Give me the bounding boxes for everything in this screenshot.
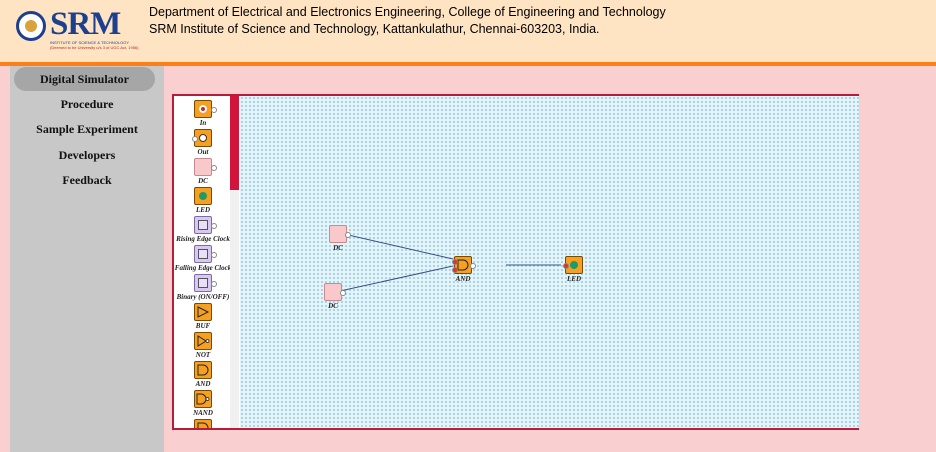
gate-icon [197, 422, 209, 428]
palette-and[interactable] [194, 361, 212, 379]
palette-nand[interactable] [194, 390, 212, 408]
canvas-dc-source[interactable] [329, 225, 351, 243]
palette-scrollbar-thumb[interactable] [230, 96, 239, 190]
port-icon [470, 263, 476, 269]
palette-label: Out [197, 148, 209, 156]
page-header: SRM INSTITUTE OF SCIENCE & TECHNOLOGY (D… [0, 0, 936, 62]
palette-label: NAND [193, 409, 213, 417]
palette-falling-edge-clock[interactable] [194, 245, 217, 263]
component-label: AND [455, 275, 471, 283]
palette-dc[interactable] [194, 158, 217, 176]
palette-label: Binary (ON/OFF) [176, 293, 230, 301]
palette-rising-edge-clock[interactable] [194, 216, 217, 234]
srm-logo[interactable]: SRM INSTITUTE OF SCIENCE & TECHNOLOGY (D… [14, 6, 138, 52]
circuit-canvas[interactable]: DC DC AND LED [240, 96, 859, 428]
sidebar-item-procedure[interactable]: Procedure [60, 97, 114, 111]
palette-label: NOT [195, 351, 211, 359]
header-divider [0, 62, 936, 66]
institute-address: SRM Institute of Science and Technology,… [149, 22, 600, 36]
department-title: Department of Electrical and Electronics… [149, 5, 666, 19]
sidebar-item-feedback[interactable]: Feedback [62, 173, 112, 187]
wire-layer [339, 233, 561, 292]
and-gate-icon [457, 259, 469, 271]
port-icon [211, 281, 217, 287]
input-icon [199, 105, 207, 113]
led-icon [199, 192, 207, 200]
component-palette: In Out DC LED Rising Edge Clock Falling … [174, 96, 232, 428]
not-gate-icon [197, 335, 210, 347]
buffer-gate-icon [197, 306, 210, 318]
logo-subtitle: INSTITUTE OF SCIENCE & TECHNOLOGY [50, 40, 130, 45]
binary-icon [198, 278, 208, 288]
component-label: DC [333, 244, 343, 252]
port-icon [211, 107, 217, 113]
clock-icon [198, 249, 208, 259]
palette-binary[interactable] [194, 274, 217, 292]
palette-not[interactable] [194, 332, 212, 350]
port-icon [211, 165, 217, 171]
port-icon [452, 259, 458, 265]
port-icon [563, 263, 569, 269]
palette-label: Falling Edge Clock [174, 264, 232, 272]
sidebar: Digital Simulator Procedure Sample Exper… [10, 66, 164, 452]
palette-label: Rising Edge Clock [176, 235, 230, 243]
clock-icon [198, 220, 208, 230]
palette-label: LED [196, 206, 210, 214]
palette-input[interactable] [194, 100, 217, 118]
palette-next-gate[interactable] [194, 419, 212, 428]
sidebar-item-digital-simulator[interactable]: Digital Simulator [14, 67, 155, 91]
palette-label: BUF [195, 322, 211, 330]
canvas-and-gate[interactable] [452, 256, 476, 274]
port-icon [345, 232, 351, 238]
logo-tagline: (Deemed to be University u/s 3 of UGC Ac… [50, 45, 139, 50]
canvas-led[interactable] [563, 256, 583, 274]
port-icon [452, 267, 458, 273]
wire[interactable] [339, 265, 454, 292]
palette-label: In [199, 119, 207, 127]
wire[interactable] [343, 233, 454, 260]
logo-text: SRM [50, 6, 121, 42]
simulator-frame: In Out DC LED Rising Edge Clock Falling … [172, 94, 859, 430]
sidebar-item-developers[interactable]: Developers [58, 148, 116, 162]
port-icon [211, 223, 217, 229]
palette-output[interactable] [192, 129, 212, 147]
palette-scrollbar[interactable] [230, 96, 239, 428]
output-icon [199, 134, 207, 142]
component-label: DC [328, 302, 338, 310]
palette-led[interactable] [194, 187, 212, 205]
palette-buf[interactable] [194, 303, 212, 321]
port-icon [211, 252, 217, 258]
port-icon [192, 136, 198, 142]
palette-label: DC [198, 177, 208, 185]
palette-label: AND [195, 380, 211, 388]
srm-seal-icon [16, 11, 46, 41]
led-icon [570, 261, 578, 269]
port-icon [340, 290, 346, 296]
and-gate-icon [197, 364, 209, 376]
sidebar-item-sample-experiment[interactable]: Sample Experiment [36, 122, 138, 136]
canvas-dc-source[interactable] [324, 283, 346, 301]
component-label: LED [567, 275, 581, 283]
nand-gate-icon [196, 393, 210, 405]
